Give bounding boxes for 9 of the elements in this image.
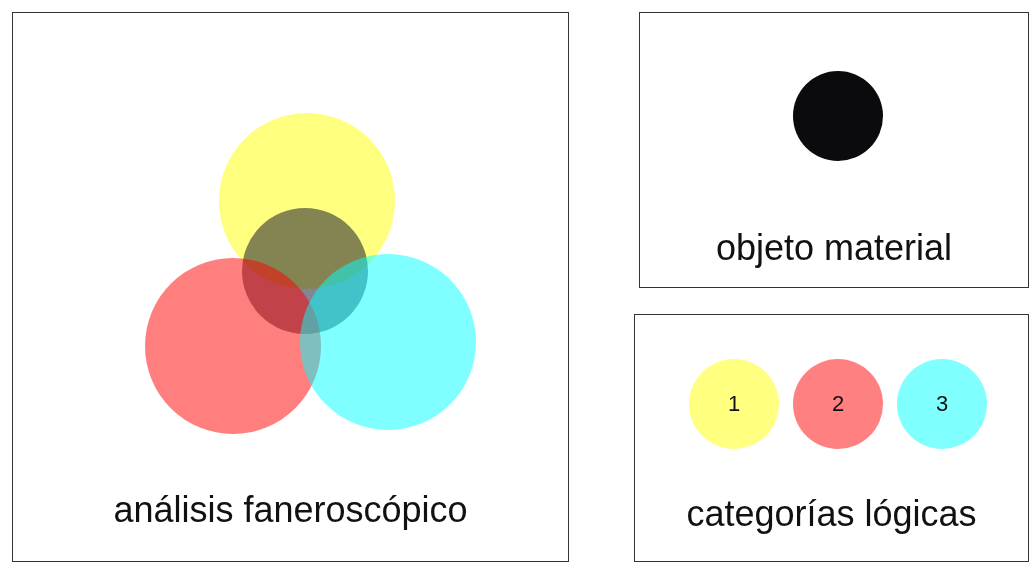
panel (634, 314, 1029, 562)
numbered-circle: 2 (793, 359, 883, 449)
panel-title: objeto material (714, 227, 954, 269)
panel (12, 12, 569, 562)
panel-title: análisis faneroscópico (112, 489, 469, 531)
numbered-circle: 1 (689, 359, 779, 449)
panel (639, 12, 1029, 288)
panel-title: categorías lógicas (685, 493, 978, 535)
numbered-circle: 3 (897, 359, 987, 449)
